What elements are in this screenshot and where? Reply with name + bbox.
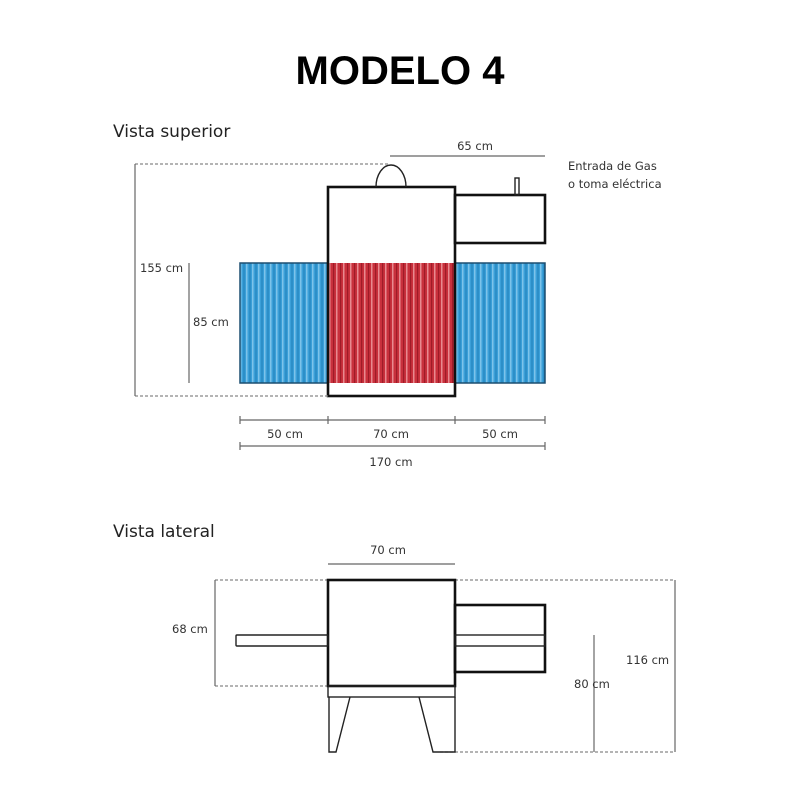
page-title: MODELO 4 xyxy=(296,49,506,93)
left-leg xyxy=(328,696,351,753)
dim-label-85: 85 cm xyxy=(193,315,229,329)
base-strip xyxy=(327,685,456,698)
left-cool-belt xyxy=(239,262,329,384)
hot-zone-belt xyxy=(328,263,455,383)
dim-label-155: 155 cm xyxy=(140,261,183,275)
dim-label-side-70: 70 cm xyxy=(370,543,406,557)
right-cool-belt xyxy=(454,262,546,384)
dim-label-80: 80 cm xyxy=(574,677,610,691)
gas-inlet-pipe xyxy=(514,177,520,196)
right-belt-side xyxy=(454,634,546,647)
top-view-heading: Vista superior xyxy=(113,122,230,142)
side-box-side xyxy=(453,603,547,674)
oven-body-side xyxy=(326,578,457,688)
dim-label-65: 65 cm xyxy=(457,139,493,153)
dim-label-left-50: 50 cm xyxy=(267,427,303,441)
right-leg xyxy=(418,696,456,753)
side-box-top xyxy=(453,193,547,245)
dim-label-68: 68 cm xyxy=(172,622,208,636)
dome-outline xyxy=(375,164,407,188)
gas-label-1: Entrada de Gas xyxy=(568,159,657,173)
dim-label-170: 170 cm xyxy=(369,455,412,469)
dim-label-right-50: 50 cm xyxy=(482,427,518,441)
oven-body-top xyxy=(326,185,457,398)
dim-label-116: 116 cm xyxy=(626,653,669,667)
gas-label-2: o toma eléctrica xyxy=(568,177,662,191)
left-belt-side xyxy=(235,634,329,647)
top-view: Vista superior Entrada de Gas o toma elé… xyxy=(113,122,662,469)
dim-label-center-70: 70 cm xyxy=(373,427,409,441)
side-view-heading: Vista lateral xyxy=(113,522,215,542)
side-view: Vista lateral 70 cm 68 cm 80 cm 116 cm xyxy=(113,522,676,753)
